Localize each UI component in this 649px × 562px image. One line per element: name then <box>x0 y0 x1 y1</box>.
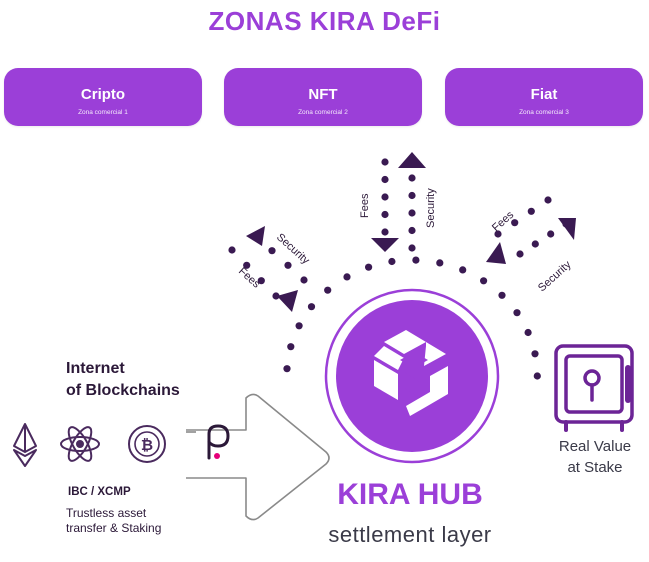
internet-line-1: Internet <box>66 360 125 377</box>
flow-dot <box>408 226 416 235</box>
atom-icon <box>60 426 100 462</box>
arc-dot <box>295 322 303 330</box>
flow-dot <box>272 292 280 300</box>
arc-dot <box>307 303 316 311</box>
zone-name: NFT <box>308 86 338 103</box>
arc-dot <box>365 263 373 271</box>
zone-fiat[interactable]: Fiat Zona comercial 3 <box>445 68 643 126</box>
arc-dot <box>531 350 539 358</box>
arc-dot <box>480 277 488 285</box>
real-value-line-2: at Stake <box>567 459 623 476</box>
flow-dot <box>527 207 535 215</box>
arc-dot <box>533 372 541 380</box>
arc-dot <box>524 328 532 337</box>
page-title: ZONAS KIRA DeFi <box>208 6 441 36</box>
flow-dot <box>494 230 502 238</box>
dotted-arc <box>283 256 541 380</box>
real-value-label: Real Value at Stake <box>540 436 649 478</box>
arc-dot <box>343 273 351 281</box>
kira-logo-icon <box>374 330 448 416</box>
flow-dot <box>408 191 416 200</box>
internet-of-blockchains-label: Internet of Blockchains <box>66 358 180 402</box>
center-fees-label: Fees <box>359 193 371 218</box>
flow-dot <box>408 209 416 217</box>
transfer-arrow <box>186 393 330 521</box>
ethereum-icon <box>13 423 37 467</box>
arc-dot <box>287 343 295 351</box>
arrow-down-right <box>486 242 506 264</box>
arc-dot <box>283 365 291 373</box>
zone-subtitle: Zona comercial 3 <box>519 109 569 116</box>
flow-dot <box>408 174 416 182</box>
flow-dot <box>300 276 308 284</box>
left-fees-label: Fees <box>236 265 263 291</box>
zone-subtitle: Zona comercial 1 <box>78 109 128 116</box>
arc-dot <box>513 309 521 317</box>
flow-dot <box>547 230 555 238</box>
arrow-up-center <box>398 152 426 168</box>
flow-dot <box>268 247 276 255</box>
flow-dot <box>531 240 539 248</box>
zone-cripto[interactable]: Cripto Zona comercial 1 <box>4 68 202 126</box>
flow-dot <box>408 244 416 252</box>
arc-dot <box>324 286 332 294</box>
left-security-label: Security <box>274 231 312 267</box>
arrow-up-right <box>558 218 576 240</box>
flow-dot <box>381 175 389 184</box>
arrow-down-center <box>371 238 399 252</box>
flow-dot <box>228 246 236 254</box>
trustless-line-1: Trustless asset <box>66 506 147 520</box>
trustless-transfer-label: Trustless asset transfer & Staking <box>66 506 206 536</box>
center-security-label: Security <box>425 188 437 228</box>
kira-hub-title: KIRA HUB <box>337 478 483 511</box>
flow-dot <box>381 193 389 201</box>
arrow-up-left <box>246 226 265 246</box>
polkadot-icon <box>207 424 230 460</box>
trustless-line-2: transfer & Staking <box>66 521 162 535</box>
flow-dot <box>511 219 519 227</box>
flow-dot <box>284 261 292 269</box>
flow-dot <box>516 250 524 258</box>
arc-dot <box>436 259 444 267</box>
arrow-down-left <box>277 290 298 312</box>
ibc-xcmp-label: IBC / XCMP <box>68 486 131 498</box>
zone-name: Fiat <box>530 86 558 103</box>
real-value-line-1: Real Value <box>558 438 632 455</box>
arc-dot <box>498 291 506 299</box>
flow-dot <box>544 196 552 204</box>
svg-text:₿: ₿ <box>141 436 153 454</box>
hub-outer-ring <box>324 288 500 464</box>
safe-icon <box>554 344 634 432</box>
internet-line-2: of Blockchains <box>66 382 180 399</box>
flow-dot <box>257 277 265 285</box>
arc-dot <box>388 257 396 266</box>
flow-dots <box>228 158 570 300</box>
settlement-layer-subtitle: settlement layer <box>328 522 492 547</box>
flow-dot <box>381 228 389 236</box>
right-security-label: Security <box>536 258 574 294</box>
zone-name: Cripto <box>80 86 126 103</box>
hub-inner-circle[interactable] <box>336 300 488 452</box>
flow-dot <box>381 210 389 219</box>
arc-dot <box>459 266 467 274</box>
flow-dot <box>243 261 251 269</box>
bitcoin-icon: ₿ <box>128 425 166 463</box>
zone-subtitle: Zona comercial 2 <box>298 109 348 116</box>
zone-nft[interactable]: NFT Zona comercial 2 <box>224 68 422 126</box>
arc-dot <box>412 256 420 264</box>
flow-dot <box>381 158 389 166</box>
